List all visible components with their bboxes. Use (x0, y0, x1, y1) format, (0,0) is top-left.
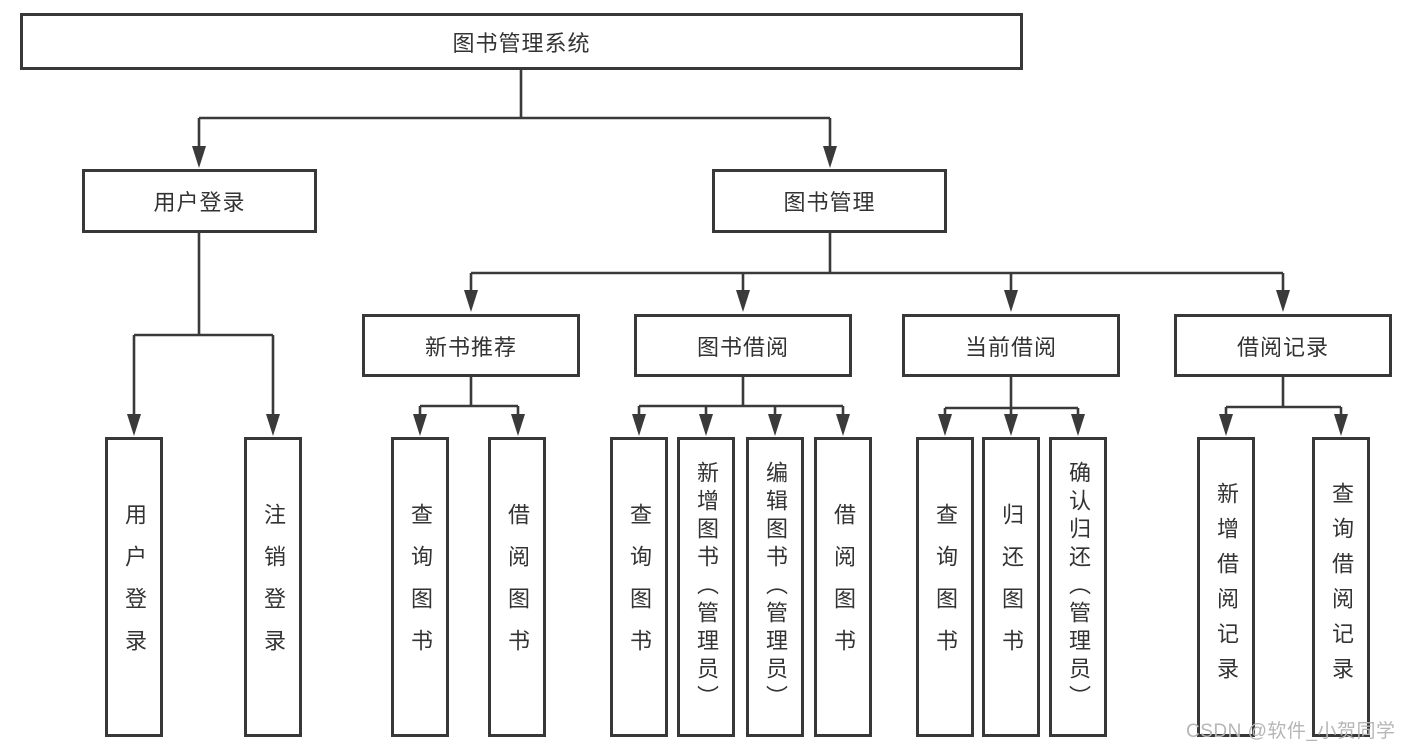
leaf-logout: 注销登录 (244, 437, 302, 737)
node-label: 借阅记录 (1236, 334, 1329, 360)
node-label: 图书借阅 (696, 334, 789, 360)
node-label: 注销登录 (261, 503, 286, 671)
node-label: 新书推荐 (424, 334, 517, 360)
leaf-records-query-record: 查询借阅记录 (1312, 437, 1370, 737)
connector-borrow-records-children (1219, 377, 1348, 436)
node-label: 确认归还（管理员） (1066, 461, 1091, 713)
node-label: 用户登录 (122, 503, 147, 671)
node-book-management: 图书管理 (712, 169, 947, 233)
leaf-current-confirm-return-admin: 确认归还（管理员） (1049, 437, 1107, 737)
node-new-book-recommend: 新书推荐 (362, 314, 580, 377)
leaf-records-add-record: 新增借阅记录 (1197, 437, 1255, 737)
node-label: 编辑图书（管理员） (763, 461, 788, 713)
leaf-borrow-borrow-books: 借阅图书 (814, 437, 872, 737)
node-label: 查询图书 (627, 503, 652, 671)
connector-user-login-children (127, 233, 280, 436)
node-current-borrow: 当前借阅 (902, 314, 1120, 377)
connector-current-borrow-children (938, 377, 1085, 436)
node-label: 图书管理 (783, 190, 876, 215)
node-label: 查询图书 (408, 503, 433, 671)
connector-root-to-level2 (192, 70, 837, 168)
node-library-management-system: 图书管理系统 (20, 13, 1023, 70)
node-label: 用户登录 (153, 190, 246, 215)
node-book-borrow: 图书借阅 (634, 314, 852, 377)
node-label: 查询借阅记录 (1329, 482, 1354, 692)
node-label: 查询图书 (933, 503, 958, 671)
leaf-borrow-query-books: 查询图书 (610, 437, 668, 737)
node-label: 借阅图书 (505, 503, 530, 671)
leaf-current-query-books: 查询图书 (916, 437, 974, 737)
leaf-current-return-books: 归还图书 (982, 437, 1040, 737)
connector-new-books-children (413, 377, 525, 436)
node-label: 当前借阅 (964, 334, 1057, 360)
node-borrow-records: 借阅记录 (1174, 314, 1392, 377)
node-label: 新增借阅记录 (1214, 482, 1239, 692)
node-label: 图书管理系统 (452, 30, 591, 56)
leaf-borrow-add-books-admin: 新增图书（管理员） (677, 437, 735, 737)
node-label: 借阅图书 (831, 503, 856, 671)
connector-book-borrow-children (632, 377, 850, 436)
node-user-login: 用户登录 (82, 169, 317, 233)
node-label: 归还图书 (999, 503, 1024, 671)
leaf-user-login: 用户登录 (105, 437, 163, 737)
leaf-newbooks-borrow-books: 借阅图书 (488, 437, 546, 737)
watermark: CSDN @软件_小贺同学 (1186, 721, 1396, 742)
leaf-borrow-edit-books-admin: 编辑图书（管理员） (746, 437, 804, 737)
leaf-newbooks-query-books: 查询图书 (391, 437, 449, 737)
node-label: 新增图书（管理员） (694, 461, 719, 713)
connector-book-management-children (464, 233, 1290, 312)
